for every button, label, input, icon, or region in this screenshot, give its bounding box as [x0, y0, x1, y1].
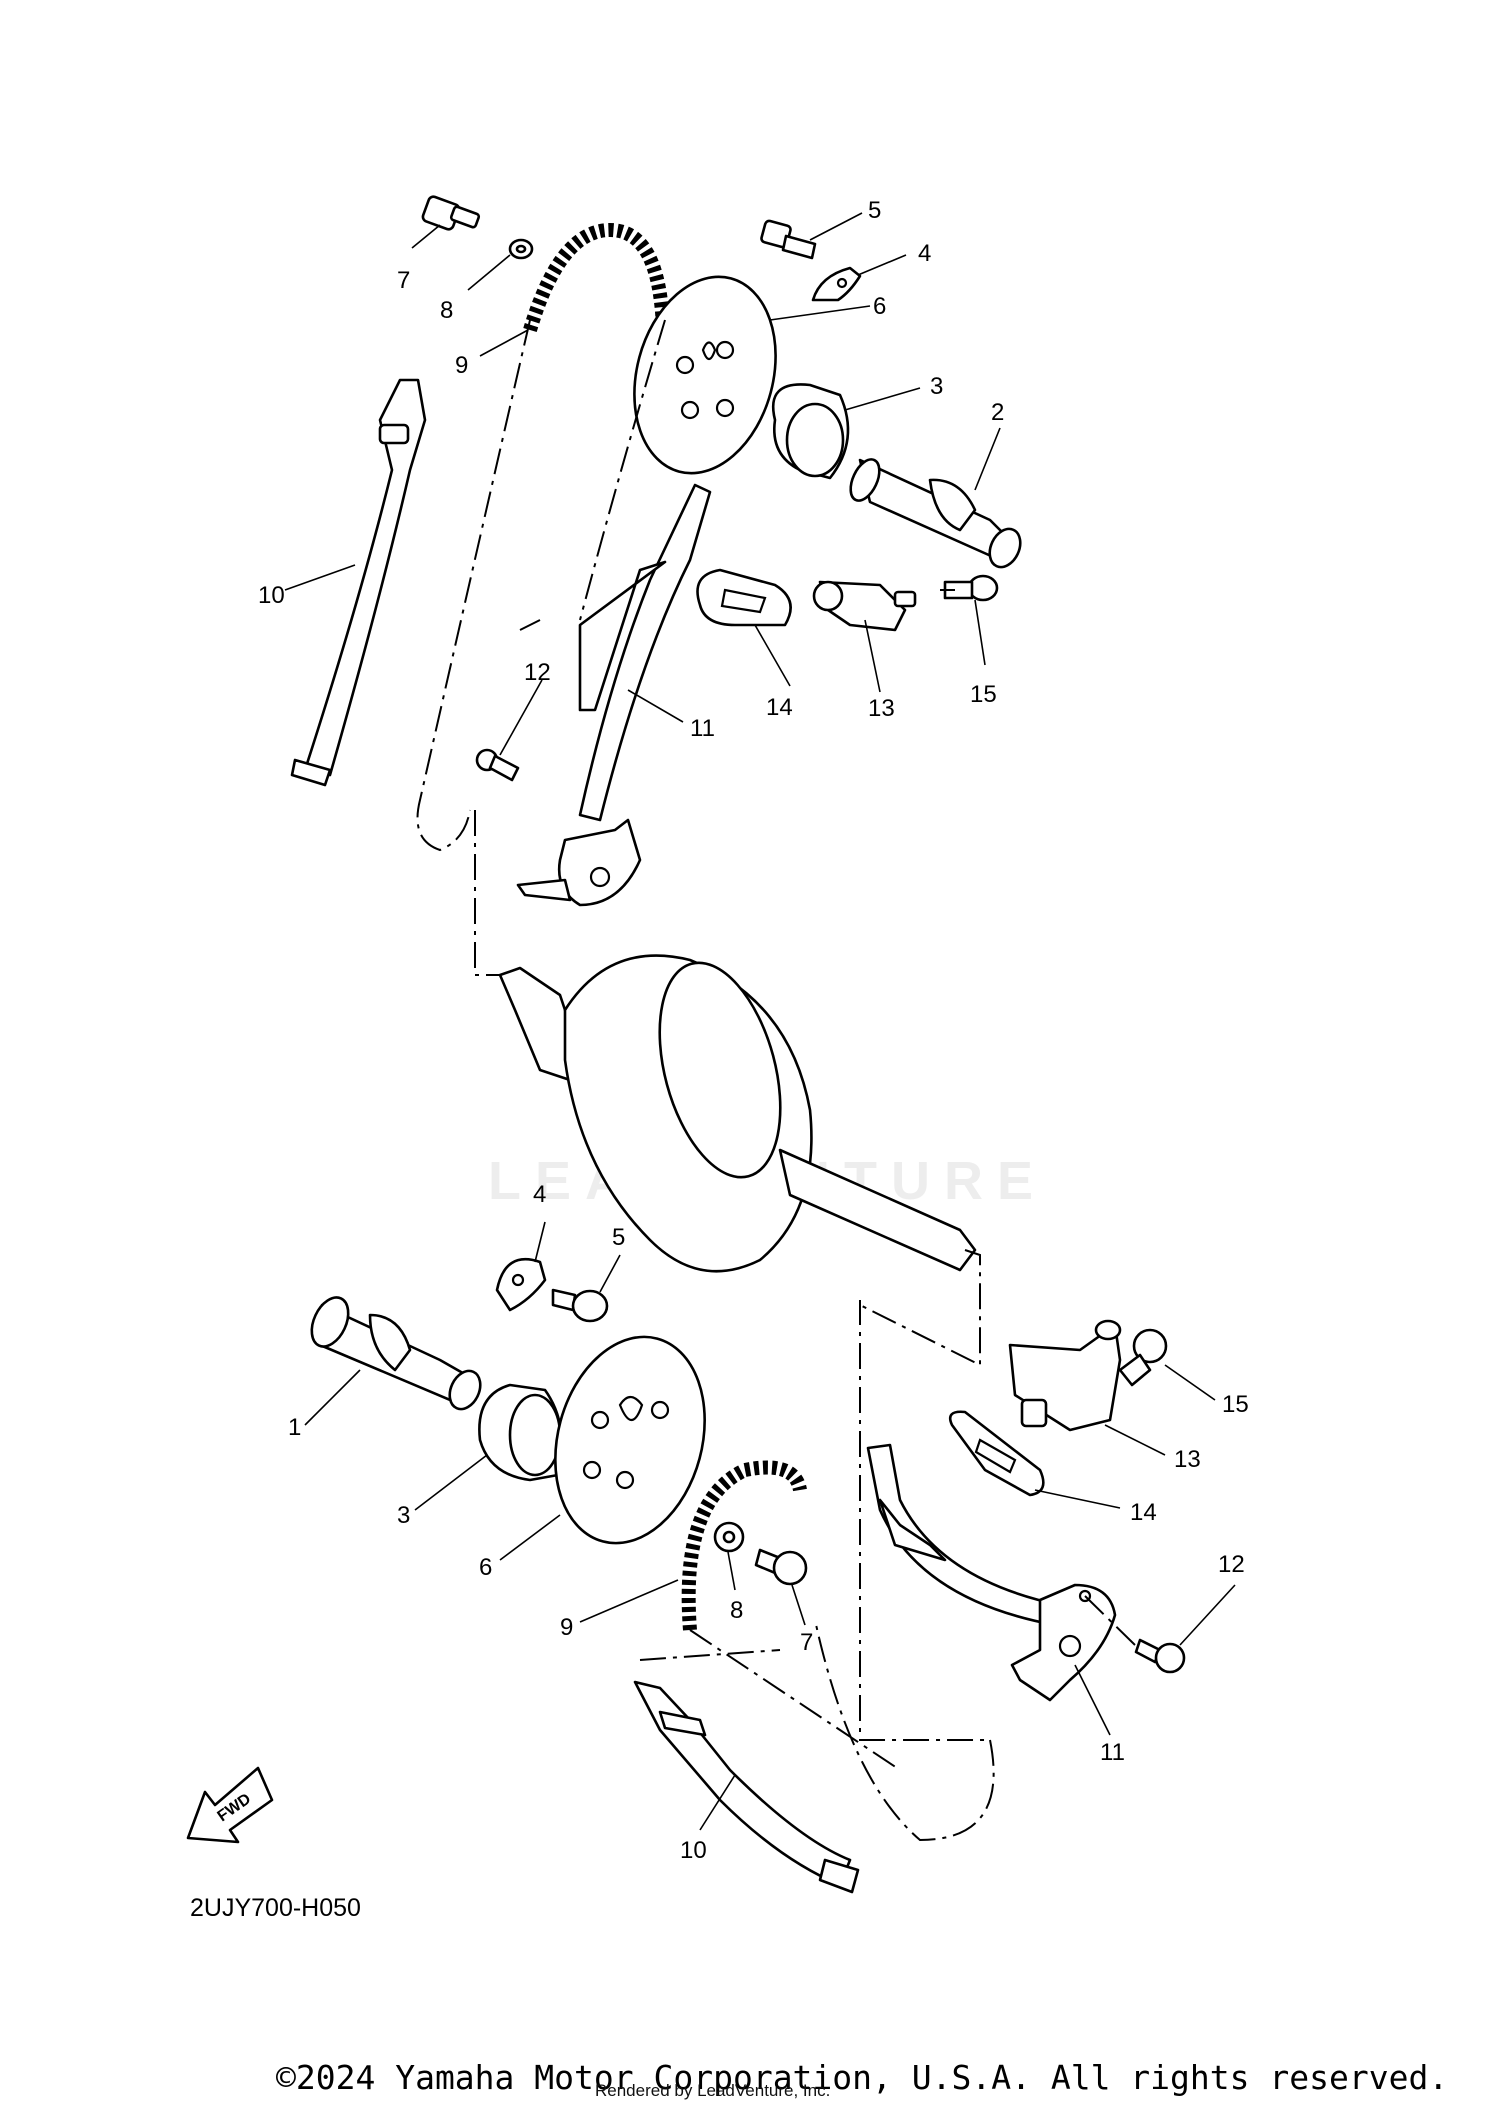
- part-12-bolt-upper[interactable]: [475, 748, 520, 782]
- part-11-tensioner-guide-upper[interactable]: [516, 483, 712, 907]
- callout-upper-13: 13: [868, 695, 895, 722]
- part-9-cam-chain-lower[interactable]: [681, 1460, 807, 1631]
- callouts-upper: 7 8 9 5 4 6 3 2 10 14 13 15 12 11: [258, 197, 1004, 742]
- part-12-bolt-lower[interactable]: [1134, 1638, 1186, 1674]
- callout-upper-5: 5: [868, 197, 881, 224]
- part-15-bolt-upper[interactable]: [943, 574, 999, 602]
- part-5-screw-upper[interactable]: [760, 219, 817, 260]
- part-3-cam-plate-lower[interactable]: [478, 1383, 564, 1482]
- part-11-tensioner-guide-lower[interactable]: [866, 1443, 1117, 1702]
- fwd-arrow-icon: FWD: [186, 1766, 274, 1844]
- callout-lower-10: 10: [680, 1837, 707, 1864]
- crankshaft[interactable]: [498, 950, 977, 1273]
- part-14-gasket-lower[interactable]: [948, 1410, 1045, 1497]
- part-10-chain-guide-upper[interactable]: [290, 378, 427, 787]
- callout-lower-1: 1: [288, 1414, 301, 1441]
- part-10-chain-guide-lower[interactable]: [633, 1680, 860, 1894]
- part-4-plate-lower[interactable]: [495, 1257, 547, 1312]
- callout-upper-11: 11: [690, 715, 715, 742]
- part-6-sprocket-upper[interactable]: [613, 261, 796, 489]
- callout-lower-4: 4: [533, 1181, 546, 1208]
- callout-lower-9: 9: [560, 1614, 573, 1641]
- callout-upper-14: 14: [766, 694, 793, 721]
- diagram-code: 2UJY700-H050: [190, 1894, 361, 1922]
- part-7-bolt-upper[interactable]: [421, 195, 481, 231]
- part-5-screw-lower[interactable]: [551, 1288, 609, 1323]
- part-9-cam-chain[interactable]: [523, 222, 670, 333]
- callout-upper-10: 10: [258, 582, 285, 609]
- part-3-cam-plate-upper[interactable]: [771, 383, 850, 480]
- part-14-gasket-upper[interactable]: [696, 568, 792, 627]
- callout-upper-15: 15: [970, 681, 997, 708]
- callout-lower-5: 5: [612, 1224, 625, 1251]
- part-13-tensioner-upper[interactable]: [812, 580, 917, 632]
- assembly-lines: [416, 319, 1136, 1842]
- part-15-bolt-lower[interactable]: [1118, 1328, 1168, 1387]
- callout-lower-3: 3: [397, 1502, 410, 1529]
- copyright-text: ©2024 Yamaha Motor Corporation, U.S.A. A…: [276, 2058, 1449, 2097]
- part-2-camshaft-upper[interactable]: [845, 455, 1026, 572]
- part-7-bolt-lower[interactable]: [754, 1548, 808, 1586]
- part-8-washer-upper[interactable]: [508, 238, 534, 260]
- callout-lower-6: 6: [479, 1554, 492, 1581]
- callout-lower-12: 12: [1218, 1551, 1245, 1578]
- part-4-plate-upper[interactable]: [811, 266, 862, 302]
- callout-lower-11: 11: [1100, 1739, 1125, 1766]
- callout-lower-7: 7: [800, 1629, 813, 1656]
- callout-lower-8: 8: [730, 1597, 743, 1624]
- callout-upper-6: 6: [873, 293, 886, 320]
- callouts-lower: 4 5 1 3 6 9 8 7 15 13 14 12 11 10: [288, 1181, 1249, 1864]
- part-1-camshaft-lower[interactable]: [305, 1292, 487, 1414]
- part-13-tensioner-lower[interactable]: [1008, 1319, 1122, 1432]
- callout-upper-2: 2: [991, 399, 1004, 426]
- leader-lines: [284, 212, 1236, 1831]
- rendered-by-text: Rendered by LeadVenture, Inc.: [595, 2081, 831, 2100]
- callout-upper-3: 3: [930, 373, 943, 400]
- part-8-washer-lower[interactable]: [713, 1521, 745, 1553]
- callout-upper-12: 12: [524, 659, 551, 686]
- callout-upper-9: 9: [455, 352, 468, 379]
- callout-lower-14: 14: [1130, 1499, 1157, 1526]
- callout-upper-8: 8: [440, 297, 453, 324]
- callout-upper-4: 4: [918, 240, 931, 267]
- callout-upper-7: 7: [397, 267, 410, 294]
- callout-lower-15: 15: [1222, 1391, 1249, 1418]
- callout-lower-13: 13: [1174, 1446, 1201, 1473]
- part-6-sprocket-lower[interactable]: [533, 1320, 726, 1560]
